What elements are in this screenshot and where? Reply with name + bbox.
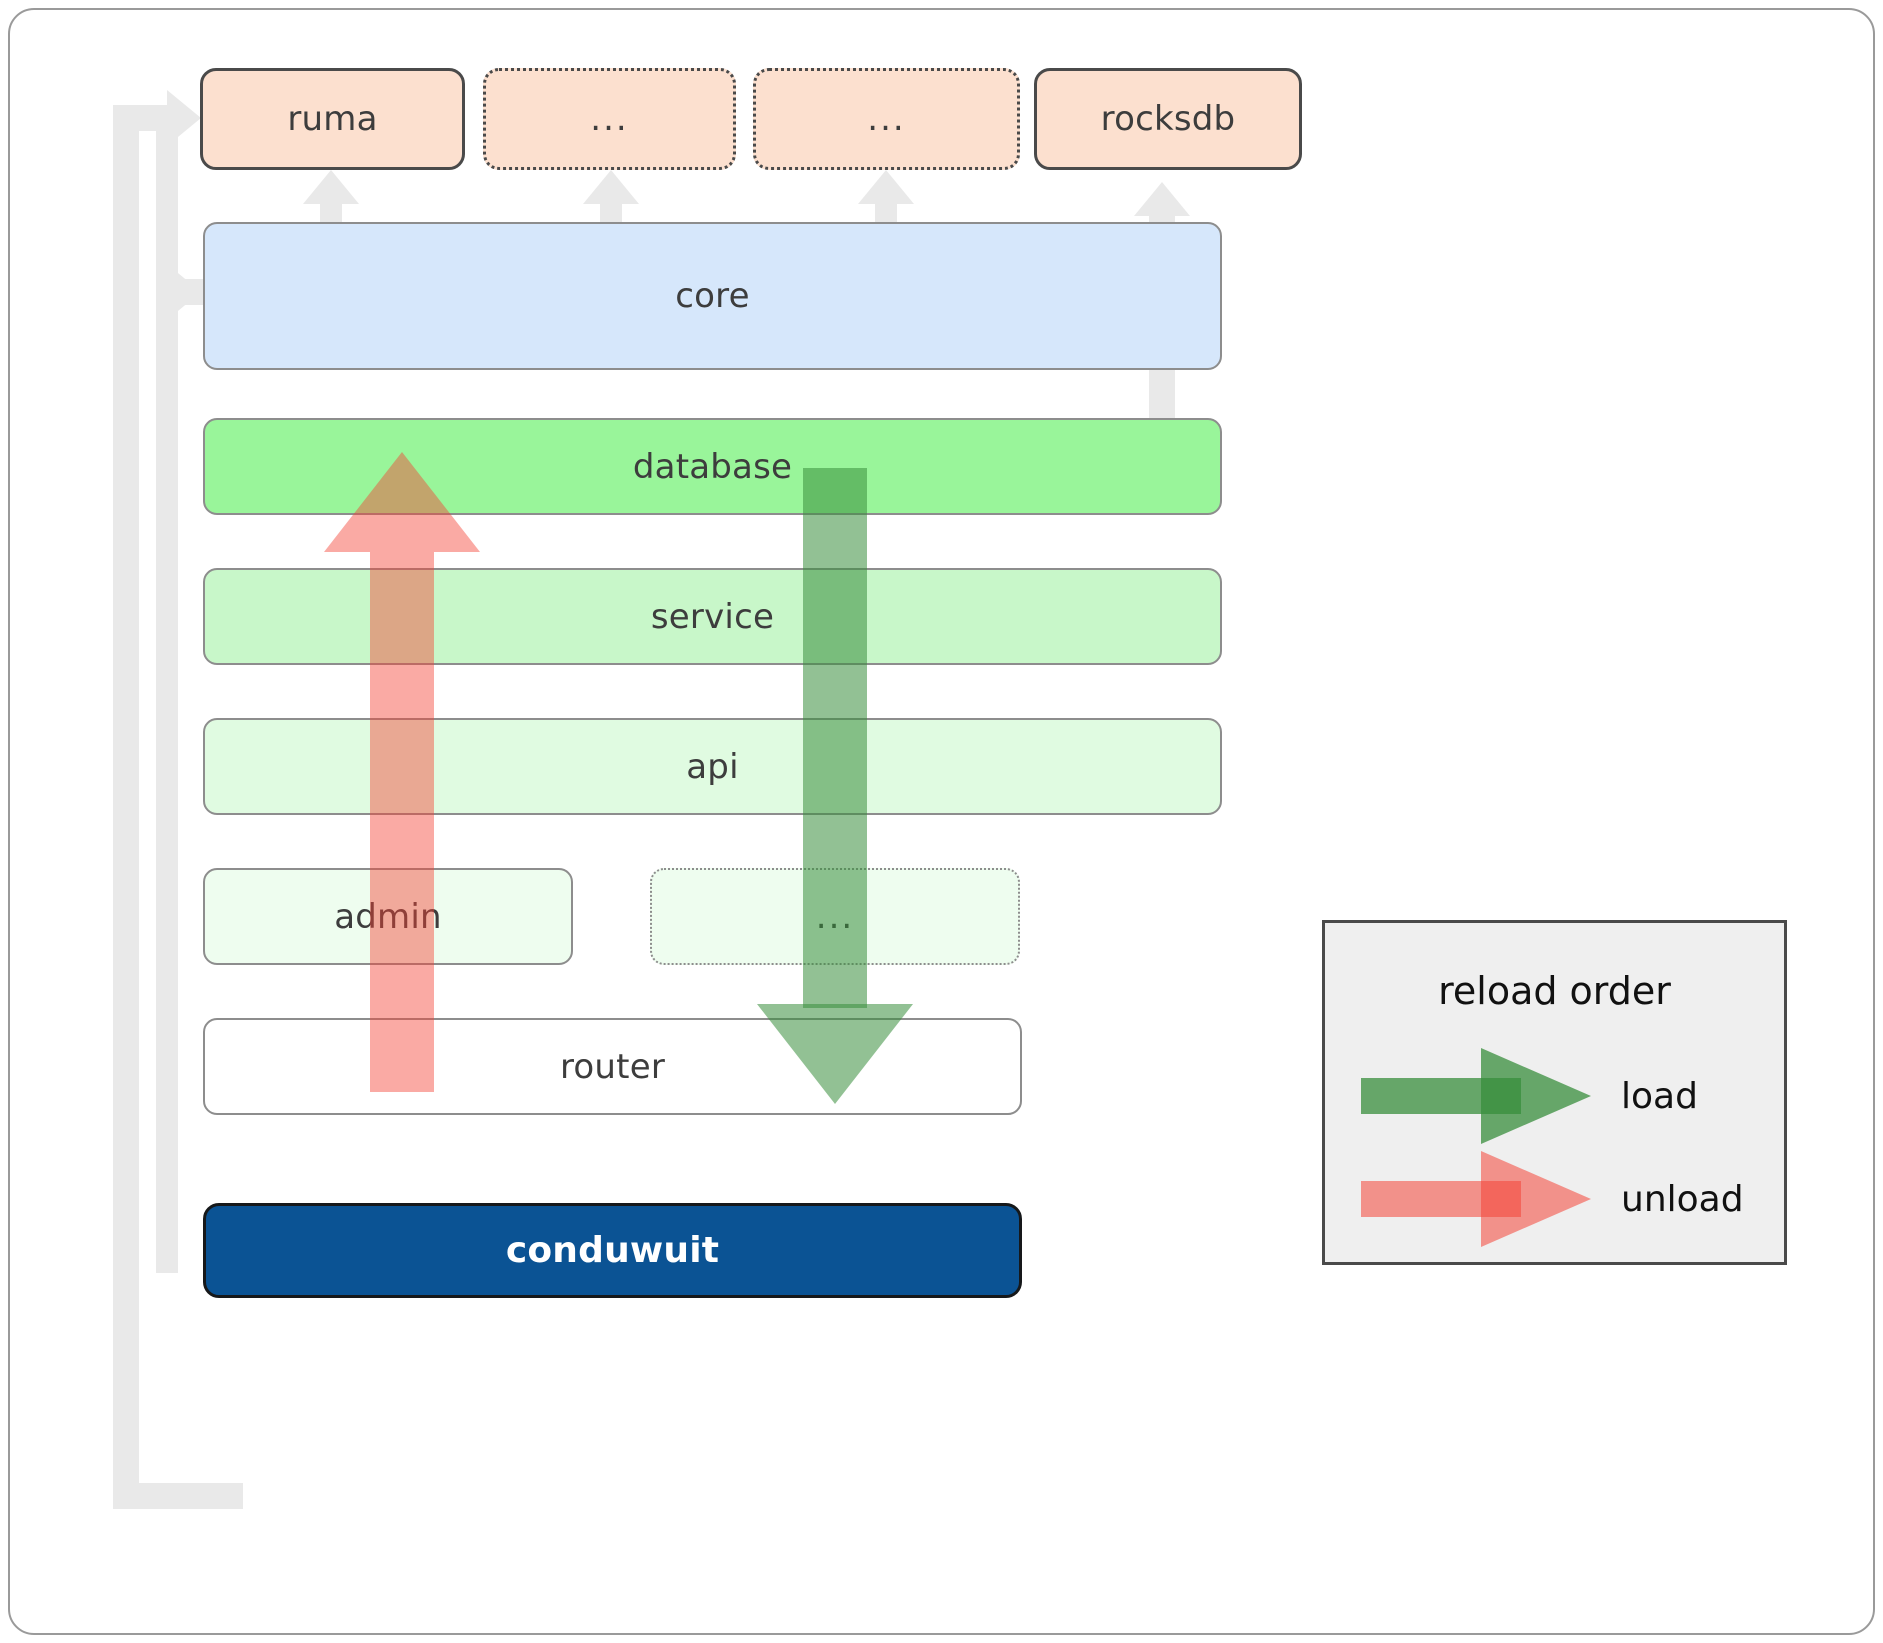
connector-arrowhead-rocksdb [1134, 182, 1190, 216]
unload-arrow-icon [1361, 1151, 1591, 1247]
legend-item-load: load [1361, 1048, 1698, 1144]
legend-title: reload order [1438, 969, 1671, 1013]
connector-core-to-ruma-head [303, 170, 359, 204]
load-flow-arrow [755, 468, 915, 1104]
unload-flow-arrow [322, 452, 482, 1092]
connector-core-to-dep2-head [583, 170, 639, 204]
layer-node-label: service [650, 596, 775, 637]
connector-arrowhead-core [167, 264, 201, 320]
layer-node-core[interactable]: core [203, 222, 1222, 370]
connector-core-to-dep2-shaft [600, 196, 622, 228]
dependency-node-label: ... [867, 99, 906, 139]
connector-core-to-dep3-shaft [875, 196, 897, 228]
dependency-node-rocksdb[interactable]: rocksdb [1034, 68, 1302, 170]
layer-node-admin[interactable]: admin [203, 868, 573, 965]
connector-core-to-ruma-shaft [320, 196, 342, 228]
connector-trunk-to-root [113, 1483, 243, 1509]
layer-node-label: database [632, 446, 793, 487]
legend-item-unload: unload [1361, 1151, 1744, 1247]
connector-trunk-inner [156, 113, 178, 1273]
layer-node-service[interactable]: service [203, 568, 1222, 665]
unload-arrow-head [324, 452, 480, 552]
connector-core-to-dep3-head [858, 170, 914, 204]
layer-node-label: core [675, 276, 750, 316]
legend-item-label: unload [1621, 1178, 1744, 1220]
load-arrow-icon [1361, 1048, 1591, 1144]
root-node-conduwuit[interactable]: conduwuit [203, 1203, 1022, 1298]
layer-node-label: api [686, 746, 739, 787]
dependency-node-3[interactable]: ... [753, 68, 1020, 170]
layer-node-api[interactable]: api [203, 718, 1222, 815]
dependency-node-label: rocksdb [1100, 99, 1236, 139]
dependency-node-label: ... [590, 99, 629, 139]
layer-node-label: router [559, 1046, 665, 1087]
legend-item-label: load [1621, 1075, 1698, 1117]
root-node-label: conduwuit [505, 1230, 720, 1271]
layer-node-database[interactable]: database [203, 418, 1222, 515]
dependency-node-ruma[interactable]: ruma [200, 68, 465, 170]
load-arrow-shaft [803, 468, 867, 1008]
connector-trunk-outer [113, 105, 139, 1509]
dependency-node-2[interactable]: ... [483, 68, 736, 170]
unload-arrow-shaft [370, 552, 434, 1092]
legend-panel: reload order load unload [1322, 920, 1787, 1265]
layer-node-label: admin [334, 896, 442, 937]
dependency-node-label: ruma [287, 99, 378, 139]
load-arrow-head [757, 1004, 913, 1104]
